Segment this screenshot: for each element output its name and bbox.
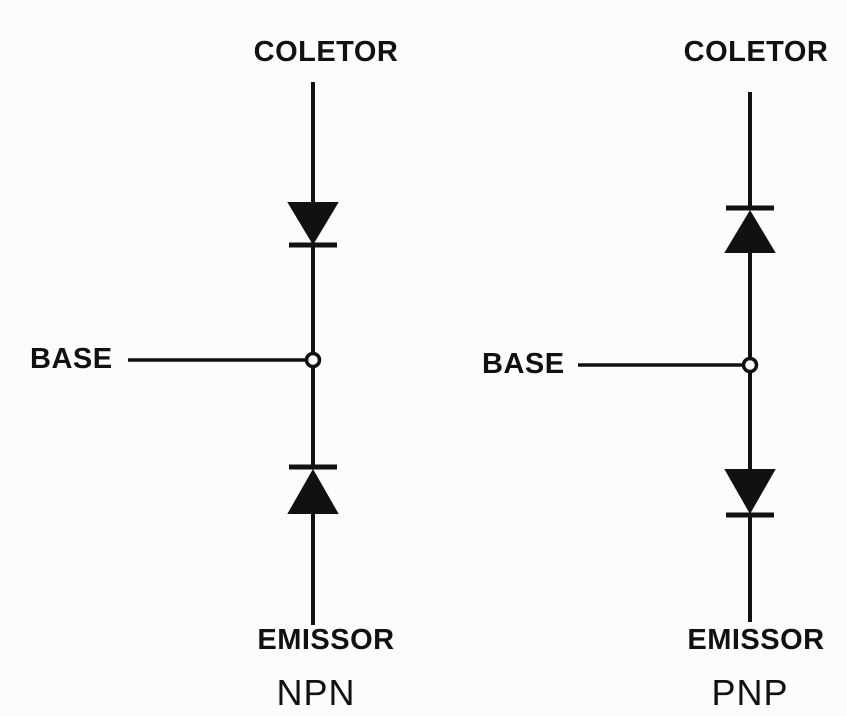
pnp-base-label: BASE (482, 348, 565, 380)
pnp-upper-diode-triangle (724, 210, 776, 253)
pnp-lower-diode-triangle (724, 469, 776, 515)
pnp-equivalent (578, 92, 776, 622)
pnp-type-label: PNP (711, 672, 789, 713)
npn-base-label: BASE (30, 343, 113, 375)
pnp-collector-label: COLETOR (683, 36, 829, 68)
npn-base-junction-dot (304, 351, 322, 369)
pnp-emitter-label: EMISSOR (687, 624, 825, 656)
pnp-base-junction-dot (741, 356, 759, 374)
npn-lower-diode-triangle (287, 468, 339, 514)
npn-upper-diode-triangle (287, 202, 339, 245)
npn-collector-label: COLETOR (253, 36, 399, 68)
npn-type-label: NPN (276, 672, 356, 713)
npn-emitter-label: EMISSOR (257, 624, 395, 656)
npn-equivalent (128, 82, 339, 625)
